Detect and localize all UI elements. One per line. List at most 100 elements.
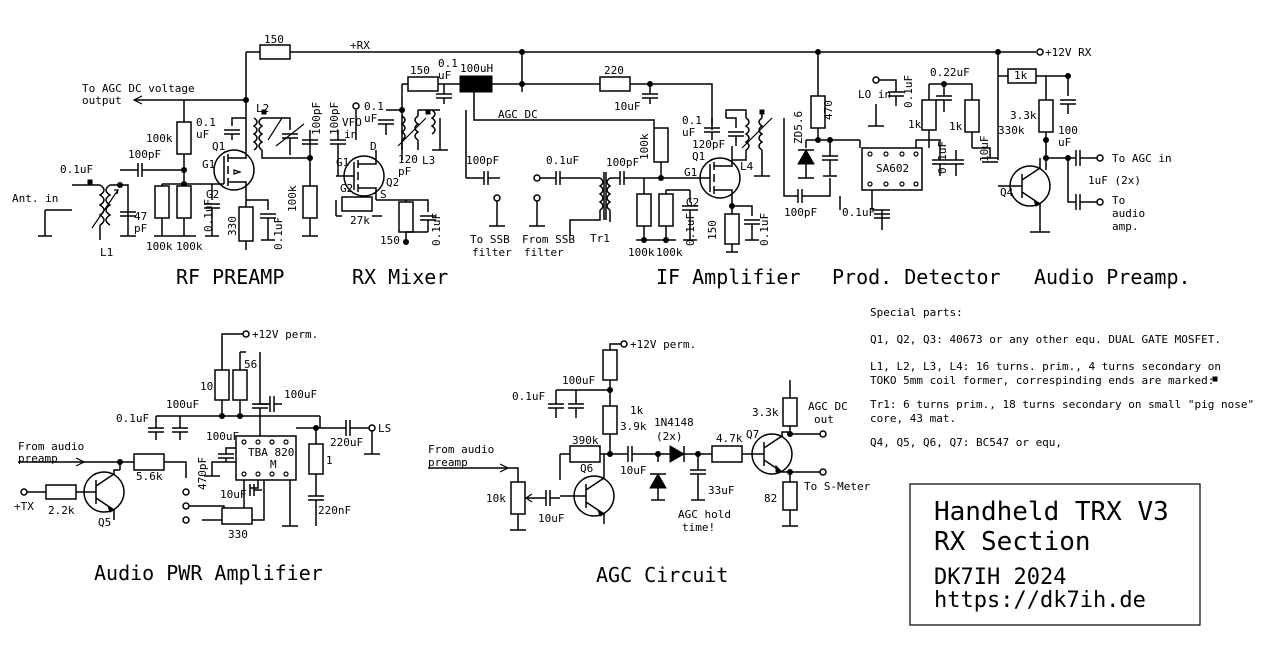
from-audio-a-label-2: preamp (18, 452, 58, 465)
c01-a-label-2: uF (196, 128, 209, 141)
agc-hold-label-2: time! (682, 521, 715, 534)
g2-if-label: G2 (686, 196, 699, 209)
agc-r10k-label: 10k (486, 492, 506, 505)
agc-r82-label: 82 (764, 492, 777, 505)
pa-c01-label: 0.1uF (116, 412, 149, 425)
agc-d-label-1: 1N4148 (654, 416, 694, 429)
pa-c10uf-label: 10uF (220, 488, 247, 501)
r100k-if-2-label: 100k (656, 246, 683, 259)
r150-if-label: 150 (706, 220, 719, 240)
title-line-2: RX Section (934, 527, 1091, 557)
r100k-g2a-label: 100k (146, 132, 173, 145)
agc-dc-wire-label: AGC DC (498, 108, 538, 121)
sa602-label: SA602 (876, 162, 909, 175)
to-audio-label-1: To (1112, 194, 1125, 207)
l1-label: L1 (100, 246, 113, 259)
q6-label: Q6 (580, 462, 593, 475)
from-audio-b-label-1: From audio (428, 443, 494, 456)
d-label: D (370, 140, 377, 153)
title-rx-mixer: RX Mixer (352, 265, 448, 289)
to-agc-in-label: To AGC in (1112, 152, 1172, 165)
to-audio-label-2: audio (1112, 207, 1145, 220)
c120-label-2: pF (398, 165, 411, 178)
vfo-label-1: VFO (342, 116, 362, 129)
agc-r390k-label: 390k (572, 434, 599, 447)
r1k-b-label: 1k (949, 120, 963, 133)
to-audio-label-3: amp. (1112, 220, 1139, 233)
c01-if-a-label-1: 0.1 (682, 114, 702, 127)
l3-label: L3 (422, 154, 435, 167)
pa-r330-label: 330 (228, 528, 248, 541)
special-parts-line-5: core, 43 mat. (870, 412, 956, 425)
rail-12v-rx-label: +12V RX (1045, 46, 1092, 59)
lo-in-label: LO in (858, 88, 891, 101)
rf-preamp-section: To AGC DC voltage output Ant. in 0.1uF L… (12, 82, 346, 289)
c01-if-src-label: 0.1uF (758, 213, 771, 246)
r1k-a-label: 1k (908, 118, 922, 131)
title-block: Handheld TRX V3 RX Section DK7IH 2024 ht… (909, 483, 1201, 626)
r27k-label: 27k (350, 214, 370, 227)
pa-c100uf-c-label: 100uF (206, 430, 239, 443)
agc-c10uf-b-label: 10uF (538, 512, 565, 525)
agc-dc-wire: AGC DC (473, 92, 655, 128)
c01-det-label: 0.1uF (842, 206, 875, 219)
r100k-if-1-label: 100k (628, 246, 655, 259)
title-if-amp: IF Amplifier (656, 265, 801, 289)
r100k-b1-label: 100k (146, 240, 173, 253)
audio-preamp-section: 1k 3.3k 330k 100 uF Q4 To AGC in 1uF (2x… (997, 52, 1191, 289)
c100uf-ap-label-1: 100 (1058, 124, 1078, 137)
rail-12v-perm-2-label: +12V perm. (630, 338, 696, 351)
q2-label: Q2 (386, 176, 399, 189)
title-prod-det: Prod. Detector (832, 265, 1001, 289)
agc-output-label-2: output (82, 94, 122, 107)
g1-if-label: G1 (684, 166, 697, 179)
r33k-label: 3.3k (1010, 109, 1037, 122)
title-audio-pre: Audio Preamp. (1034, 265, 1191, 289)
c01-ant-label: 0.1uF (60, 163, 93, 176)
r330k-label: 330k (998, 124, 1025, 137)
c01-src-label: 0.1uF (272, 217, 285, 250)
special-parts-line-4: Tr1: 6 turns prim., 18 turns secondary o… (870, 398, 1254, 411)
special-parts-line-1: Q1, Q2, Q3: 40673 or any other equ. DUAL… (870, 333, 1221, 346)
ant-in-label: Ant. in (12, 192, 58, 205)
to-ssb-label-1: To SSB (470, 233, 510, 246)
c022-label: 0.22uF (930, 66, 970, 79)
l100uh-label: 100uH (460, 62, 493, 75)
title-rf-preamp: RF PREAMP (176, 265, 284, 289)
pa-c220uf-label: 220uF (330, 436, 363, 449)
special-parts-line-6: Q4, Q5, Q6, Q7: BC547 or equ, (870, 436, 1062, 449)
c10uf-if-label: 10uF (614, 100, 641, 113)
c1uf-2x-label: 1uF (2x) (1088, 174, 1141, 187)
q7-label: Q7 (746, 428, 759, 441)
c01-g2-label: 0.1uF (202, 199, 215, 232)
pa-r56k-label: 5.6k (136, 470, 163, 483)
agc-c100uf-label: 100uF (562, 374, 595, 387)
pa-r10-label: 10 (200, 380, 213, 393)
q1-rf-label: Q1 (212, 140, 225, 153)
agc-output-label-1: To AGC DC voltage (82, 82, 195, 95)
r150-top-label: 150 (264, 33, 284, 46)
pa-c100uf-b-label: 100uF (284, 388, 317, 401)
c100pf-det-label: 100pF (784, 206, 817, 219)
pa-c470pf-label: 470pF (196, 457, 209, 490)
c10uf-det-label: 10uF (978, 136, 991, 163)
title-audio-pwr: Audio PWR Amplifier (94, 561, 323, 585)
pa-r22k-label: 2.2k (48, 504, 75, 517)
title-line-3: DK7IH 2024 (934, 565, 1066, 590)
ant-input-wire (38, 209, 72, 237)
from-ssb-label-1: From SSB (522, 233, 575, 246)
r150-mix-label: 150 (410, 64, 430, 77)
agc-c01-label: 0.1uF (512, 390, 545, 403)
pa-r56-label: 56 (244, 358, 257, 371)
if-amplifier-section: 220 10uF 0.1uF From SSB filter Tr1 100pF… (522, 64, 831, 289)
from-ssb-label-2: filter (524, 246, 564, 259)
zd-label: ZD5.6 (792, 111, 805, 144)
rail-plus-rx-label: +RX (350, 39, 370, 52)
c120-label-1: 120 (398, 153, 418, 166)
c01-mix-label-1: 0.1 (364, 100, 384, 113)
c01-if-a-label-2: uF (682, 126, 695, 139)
l4-coil (744, 117, 750, 151)
c100uf-ap-label-2: uF (1058, 136, 1071, 149)
l2-coil (252, 117, 258, 151)
pa-c100uf-a-label: 100uF (166, 398, 199, 411)
